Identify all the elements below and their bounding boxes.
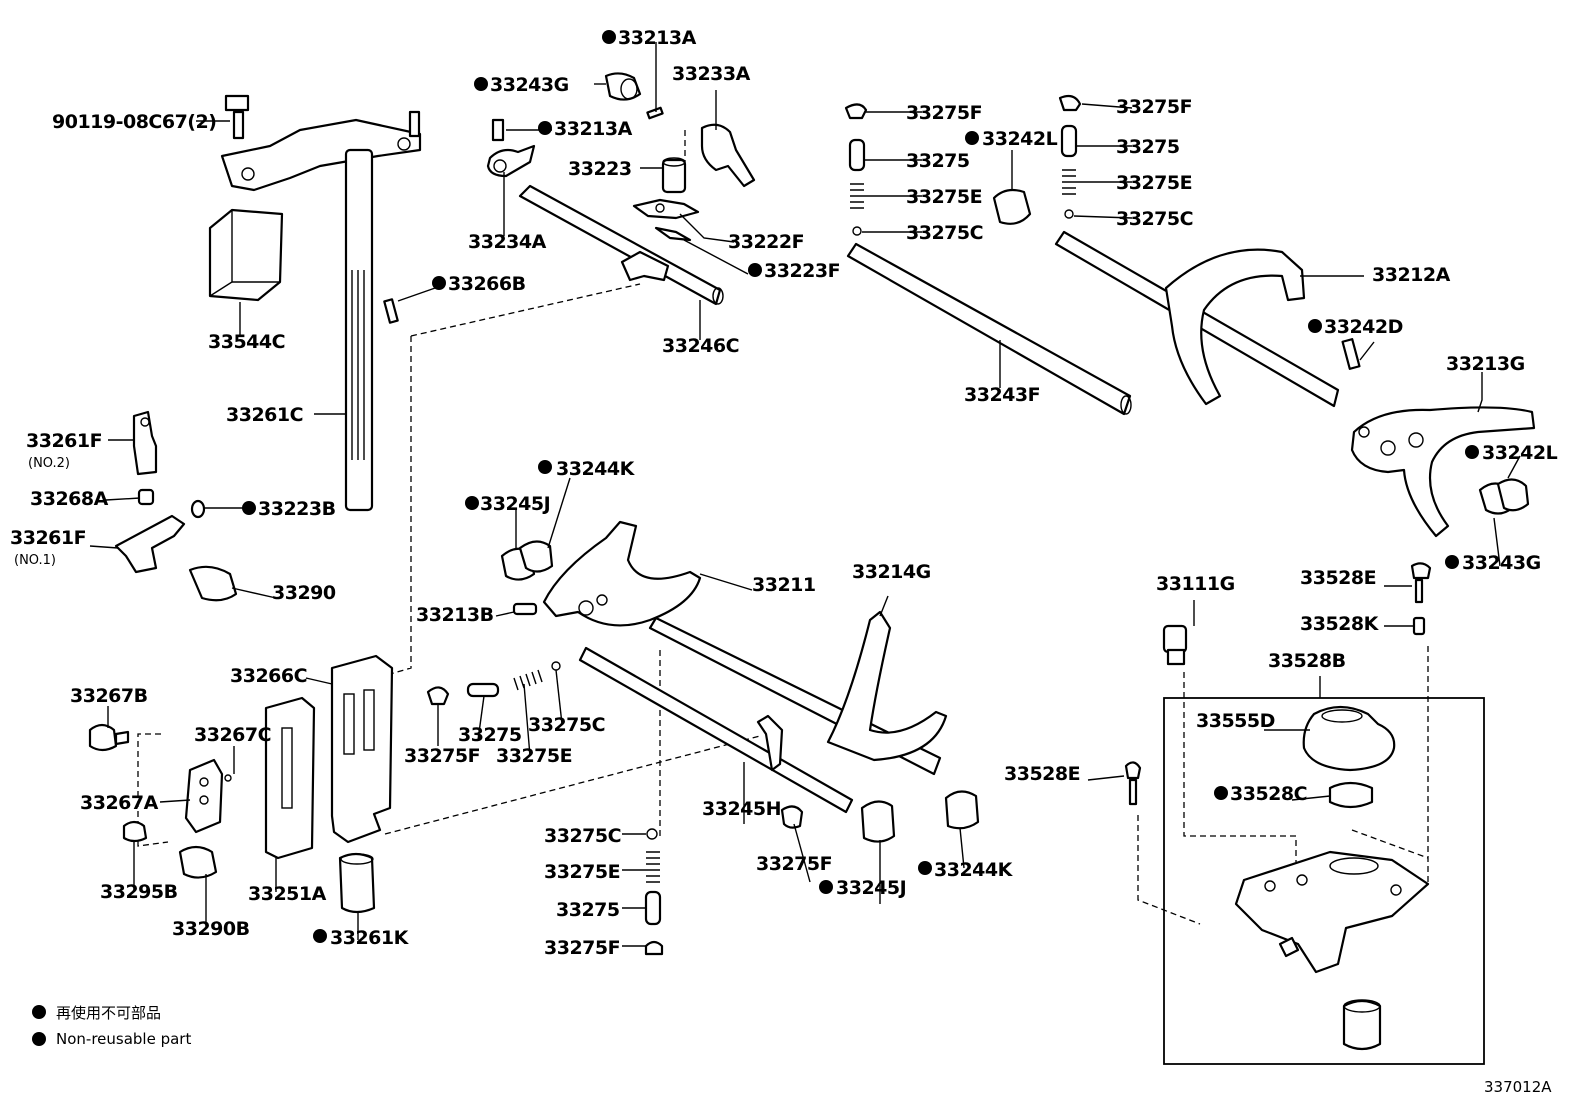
label-33223F: 33223F bbox=[764, 260, 840, 282]
label-33266B: 33266B bbox=[448, 273, 526, 295]
label-33213B: 33213B bbox=[416, 604, 494, 626]
label-33111G: 33111G bbox=[1156, 573, 1235, 595]
label-33290B: 33290B bbox=[172, 918, 250, 940]
assembly-frame-33528B bbox=[1163, 697, 1485, 1065]
leader-lines bbox=[89, 42, 1521, 947]
label-33242L-top: 33242L bbox=[982, 128, 1058, 150]
label-33222F: 33222F bbox=[728, 231, 804, 253]
label-33295B: 33295B bbox=[100, 881, 178, 903]
label-33267C: 33267C bbox=[194, 724, 271, 746]
label-33214G: 33214G bbox=[852, 561, 931, 583]
detent-stack-bottom bbox=[644, 828, 664, 956]
label-33234A: 33234A bbox=[468, 231, 547, 253]
label-33275F-e: 33275F bbox=[544, 937, 620, 959]
label-33261F-no2-sub: (NO.2) bbox=[28, 456, 70, 471]
label-33243G-right: 33243G bbox=[1462, 552, 1541, 574]
assembly-dashed-lines bbox=[137, 130, 1429, 925]
label-33275-d: 33275 bbox=[556, 899, 620, 921]
label-33243G-top: 33243G bbox=[490, 74, 569, 96]
label-33275-b: 33275 bbox=[1116, 136, 1180, 158]
label-90119-08C67: 90119-08C67(2) bbox=[52, 111, 216, 133]
label-33275C-d: 33275C bbox=[544, 825, 621, 847]
label-33528B: 33528B bbox=[1268, 650, 1346, 672]
shift-bracket-33544-assembly bbox=[208, 94, 422, 512]
label-33275F-b: 33275F bbox=[1116, 96, 1192, 118]
label-33275-c: 33275 bbox=[458, 724, 522, 746]
label-33243F: 33243F bbox=[964, 384, 1040, 406]
fork-33211-and-shafts bbox=[426, 520, 980, 843]
label-33242L-right: 33242L bbox=[1482, 442, 1558, 464]
diagram-code: 337012A bbox=[1484, 1078, 1552, 1096]
label-33223: 33223 bbox=[568, 158, 632, 180]
label-33245J-top: 33245J bbox=[480, 493, 550, 515]
part-labels: 90119-08C67(2) 33213A 33243G 33233A 3321… bbox=[10, 27, 1558, 959]
label-33275F-c: 33275F bbox=[404, 745, 480, 767]
label-33242D: 33242D bbox=[1324, 316, 1403, 338]
legend: 再使用不可部品 Non-reusable part bbox=[56, 1004, 191, 1048]
label-33245H: 33245H bbox=[702, 798, 781, 820]
selector-33266C-assembly bbox=[88, 654, 394, 914]
label-33528C: 33528C bbox=[1230, 783, 1307, 805]
label-33268A: 33268A bbox=[30, 488, 109, 510]
label-33275-a: 33275 bbox=[906, 150, 970, 172]
label-33528E-top: 33528E bbox=[1300, 567, 1376, 589]
label-33233A: 33233A bbox=[672, 63, 751, 85]
label-33267A: 33267A bbox=[80, 792, 159, 814]
shaft-33212A-assembly bbox=[1054, 94, 1361, 408]
label-33213A-mid: 33213A bbox=[554, 118, 633, 140]
label-33275C-c: 33275C bbox=[528, 714, 605, 736]
label-33275E-c: 33275E bbox=[496, 745, 572, 767]
label-33213A-top: 33213A bbox=[618, 27, 697, 49]
label-33275E-a: 33275E bbox=[906, 186, 982, 208]
label-33290: 33290 bbox=[272, 582, 336, 604]
label-33261F-no1: 33261F bbox=[10, 527, 86, 549]
label-33275F-a: 33275F bbox=[906, 102, 982, 124]
left-small-parts bbox=[114, 410, 238, 602]
label-33528E-left: 33528E bbox=[1004, 763, 1080, 785]
label-33244K-top: 33244K bbox=[556, 458, 636, 480]
top-center-parts bbox=[486, 72, 756, 306]
label-33246C: 33246C bbox=[662, 335, 739, 357]
label-33211: 33211 bbox=[752, 574, 816, 596]
label-33261C: 33261C bbox=[226, 404, 303, 426]
label-33275C-a: 33275C bbox=[906, 222, 983, 244]
legend-english: Non-reusable part bbox=[56, 1030, 191, 1048]
label-33213G: 33213G bbox=[1446, 353, 1525, 375]
label-33261F-no1-sub: (NO.1) bbox=[14, 553, 56, 568]
label-33275E-b: 33275E bbox=[1116, 172, 1192, 194]
label-33275F-d: 33275F bbox=[756, 853, 832, 875]
label-33245J-bot: 33245J bbox=[836, 877, 906, 899]
label-33251A: 33251A bbox=[248, 883, 327, 905]
label-33223B: 33223B bbox=[258, 498, 336, 520]
label-33555D: 33555D bbox=[1196, 710, 1275, 732]
label-33261F-no2: 33261F bbox=[26, 430, 102, 452]
label-33528K: 33528K bbox=[1300, 613, 1380, 635]
label-33544C: 33544C bbox=[208, 331, 285, 353]
label-33275C-b: 33275C bbox=[1116, 208, 1193, 230]
label-33275E-d: 33275E bbox=[544, 861, 620, 883]
label-33267B: 33267B bbox=[70, 685, 148, 707]
label-33266C: 33266C bbox=[230, 665, 307, 687]
fork-33213G bbox=[1350, 406, 1536, 538]
label-33261K: 33261K bbox=[330, 927, 410, 949]
label-33244K-bot: 33244K bbox=[934, 859, 1014, 881]
housing-33528B-assembly bbox=[1124, 562, 1432, 1051]
legend-japanese: 再使用不可部品 bbox=[56, 1004, 161, 1022]
label-33212A: 33212A bbox=[1372, 264, 1451, 286]
non-reusable-markers bbox=[32, 30, 1479, 1046]
shaft-33243F-assembly bbox=[844, 103, 1132, 416]
